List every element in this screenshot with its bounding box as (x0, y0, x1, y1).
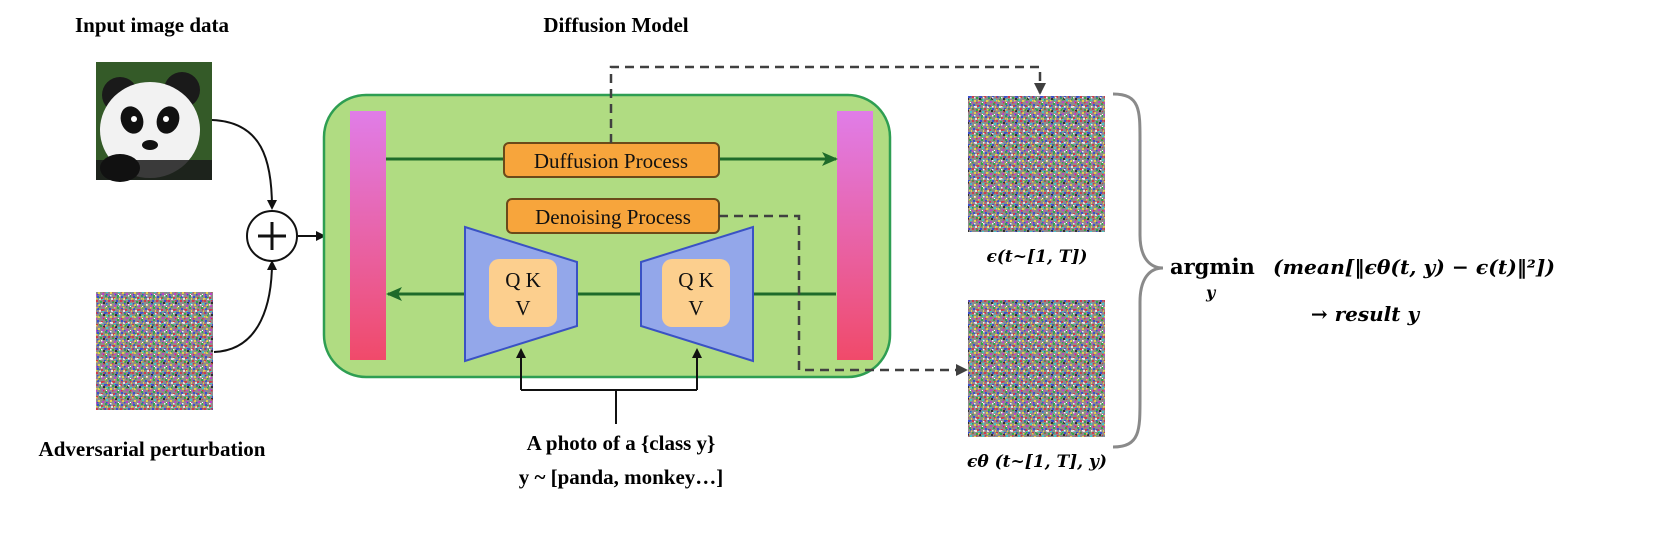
qkv-right-v: V (688, 296, 703, 320)
true-noise-label: ϵ(t~[1, T]) (987, 247, 1088, 267)
panda-photo-icon (96, 62, 212, 182)
noise-to-plus-arrow (213, 260, 277, 353)
qkv-box-right (662, 259, 730, 327)
curly-brace (1112, 92, 1164, 449)
argmin-label: argmin (1170, 254, 1255, 279)
qkv-left-qk: Q K (505, 268, 541, 292)
output-latent-bar (837, 111, 873, 360)
prompt-conditioning-arrows (516, 348, 702, 424)
argmin-subscript: y (1205, 283, 1217, 302)
true-noise-image (968, 96, 1105, 232)
qkv-left-v: V (515, 296, 530, 320)
diffusion-model-title: Diffusion Model (543, 13, 688, 37)
panda-to-plus-arrow (211, 119, 277, 210)
qkv-right-qk: Q K (678, 268, 714, 292)
input-image-title: Input image data (75, 13, 230, 37)
adversarial-noise-image (96, 292, 213, 410)
prompt-line-2: y ~ [panda, monkey…] (519, 465, 724, 489)
plus-icon (246, 210, 298, 262)
result-label: → result y (1311, 302, 1421, 326)
predicted-noise-dashed-arrow (719, 214, 968, 376)
adversarial-perturbation-label: Adversarial perturbation (39, 437, 266, 461)
noise-dashed-arrow (609, 65, 1046, 143)
predicted-noise-label: ϵθ (t~[1, T], y) (967, 452, 1107, 472)
prompt-line-1: A photo of a {class y} (527, 431, 716, 455)
objective-expression: (mean[‖ϵθ(t, y) − ϵ(t)‖²]) (1273, 255, 1555, 279)
qkv-box-left (489, 259, 557, 327)
input-latent-bar (350, 111, 386, 360)
denoising-process-label: Denoising Process (535, 205, 691, 229)
diffusion-model-box (322, 93, 892, 379)
predicted-noise-image (968, 300, 1105, 437)
diffusion-process-label: Duffusion Process (534, 149, 688, 173)
